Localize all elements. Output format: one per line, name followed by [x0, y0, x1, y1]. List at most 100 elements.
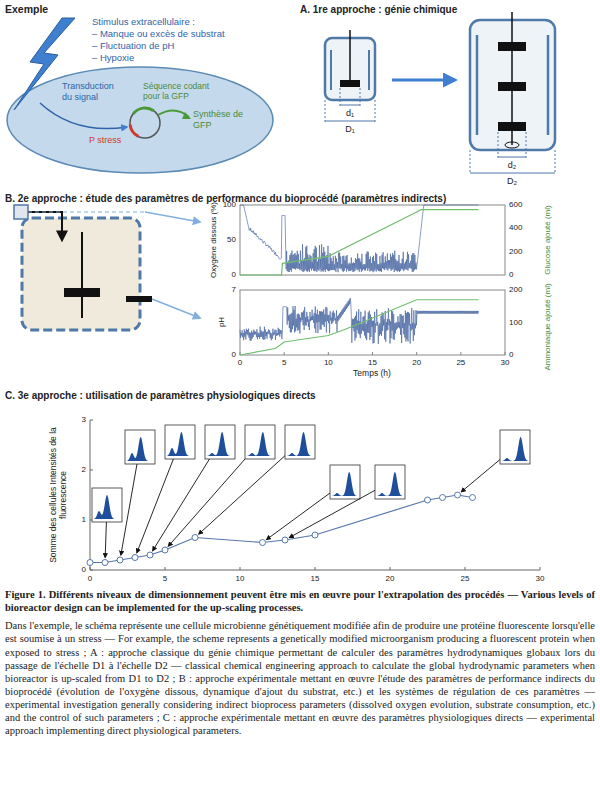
axis-title: Ammoniaque ajouté (ml) — [543, 283, 553, 370]
histogram-inset — [375, 465, 405, 499]
histogram — [207, 432, 233, 456]
data-point — [470, 495, 476, 501]
impeller — [498, 82, 526, 91]
tick-label: 100 — [509, 318, 522, 328]
histogram-inset — [92, 488, 122, 522]
inset-frame — [500, 430, 530, 464]
leader-arrow — [153, 459, 210, 551]
histogram-inset — [125, 430, 155, 464]
tick-label: 400 — [509, 224, 522, 234]
data-point — [132, 555, 138, 561]
dimension-label: D₁ — [345, 124, 355, 135]
promoter-label: P stress — [89, 135, 121, 146]
tick-label: 600 — [509, 200, 522, 210]
sensor-probe — [126, 296, 152, 302]
histogram — [247, 432, 273, 456]
tick-label: 3 — [82, 415, 86, 425]
data-point — [117, 557, 123, 563]
tick-label: 7 — [232, 285, 236, 295]
tick-label: 50 — [227, 235, 236, 245]
histogram — [94, 495, 120, 519]
histogram-inset — [165, 425, 195, 459]
tick-label: 2 — [82, 465, 86, 475]
tick-label: 20 — [386, 574, 395, 584]
tick-label: 200 — [509, 285, 522, 295]
monitored-bioreactor — [14, 205, 200, 330]
panel-title: C. 3e approche : utilisation de paramètr… — [5, 390, 316, 402]
data-point — [440, 495, 446, 501]
data-point — [147, 552, 153, 558]
scale-up-arrow — [392, 79, 455, 82]
tick-label: 30 — [536, 574, 545, 584]
dimension-label: d₁ — [346, 108, 354, 119]
tick-label: 0 — [509, 350, 513, 360]
tick-label: 100 — [223, 200, 236, 210]
y-axis — [90, 420, 91, 570]
axis-title: pH — [217, 317, 227, 327]
tick-label: 20 — [412, 358, 421, 368]
data-point — [102, 560, 108, 566]
histogram-inset — [330, 465, 360, 499]
data-point — [455, 492, 461, 498]
axis-title: Somme des cellules Intensités de la fluo… — [48, 420, 68, 570]
tick-mark — [416, 352, 417, 355]
tick-mark — [315, 567, 316, 570]
axis-title: Glucose ajouté (ml) — [543, 205, 553, 274]
tick-mark — [328, 352, 329, 355]
dimension-guide — [498, 132, 499, 158]
tick-mark — [540, 567, 541, 570]
inset-frame — [375, 465, 405, 499]
axis-title: Temps (h) — [353, 368, 391, 378]
panel-title: A. 1re approche : génie chimique — [300, 4, 457, 16]
impeller — [498, 42, 526, 51]
chart-frame — [240, 205, 505, 275]
gfp-gene — [132, 107, 154, 115]
large-bioreactor — [470, 12, 555, 174]
data-point — [425, 497, 431, 503]
impeller — [340, 80, 360, 87]
tick-label: 5 — [282, 358, 286, 368]
tick-label: 15 — [368, 358, 377, 368]
dimension-guide — [325, 100, 326, 122]
dimension-label: D₂ — [507, 176, 517, 187]
leader-arrow — [105, 522, 106, 558]
baffle — [547, 35, 550, 135]
data-point — [162, 547, 168, 553]
figure-caption: Figure 1. Différents niveaux de dimensio… — [5, 588, 595, 614]
dimension-line — [325, 121, 375, 122]
tick-label: 0 — [82, 565, 86, 575]
histogram — [332, 472, 358, 496]
inset-frame — [125, 430, 155, 464]
leader-arrow — [289, 490, 375, 537]
dimension-guide — [360, 88, 361, 106]
inset-frame — [330, 465, 360, 499]
inset-frame — [245, 425, 275, 459]
tick-mark — [505, 352, 506, 355]
tick-mark — [90, 570, 93, 571]
feed-pump — [14, 205, 28, 219]
tick-label: 10 — [324, 358, 333, 368]
tick-mark — [90, 420, 93, 421]
ph-trace — [240, 298, 479, 344]
tick-mark — [165, 567, 166, 570]
histogram-insets — [92, 425, 530, 558]
example-label: Exemple — [5, 3, 48, 16]
shaft — [81, 232, 83, 318]
tick-label: 15 — [311, 574, 320, 584]
dimension-label: d₂ — [508, 160, 517, 171]
leader-arrow — [121, 464, 137, 555]
tick-mark — [390, 567, 391, 570]
stimulus-item: – Fluctuation de pH — [92, 40, 174, 51]
leader-arrow — [199, 456, 285, 534]
stimulus-text: Stimulus extracellulaire : — [92, 16, 195, 27]
tick-label: 0 — [232, 350, 236, 360]
tick-label: 0 — [88, 574, 92, 584]
dimension-guide — [555, 150, 556, 174]
product-label: Synthèse de GFP — [193, 109, 248, 131]
signal-line — [145, 212, 200, 222]
data-point — [260, 540, 266, 546]
shaft — [349, 30, 351, 86]
signal-arrow — [40, 103, 127, 129]
tick-label: 30 — [501, 358, 510, 368]
